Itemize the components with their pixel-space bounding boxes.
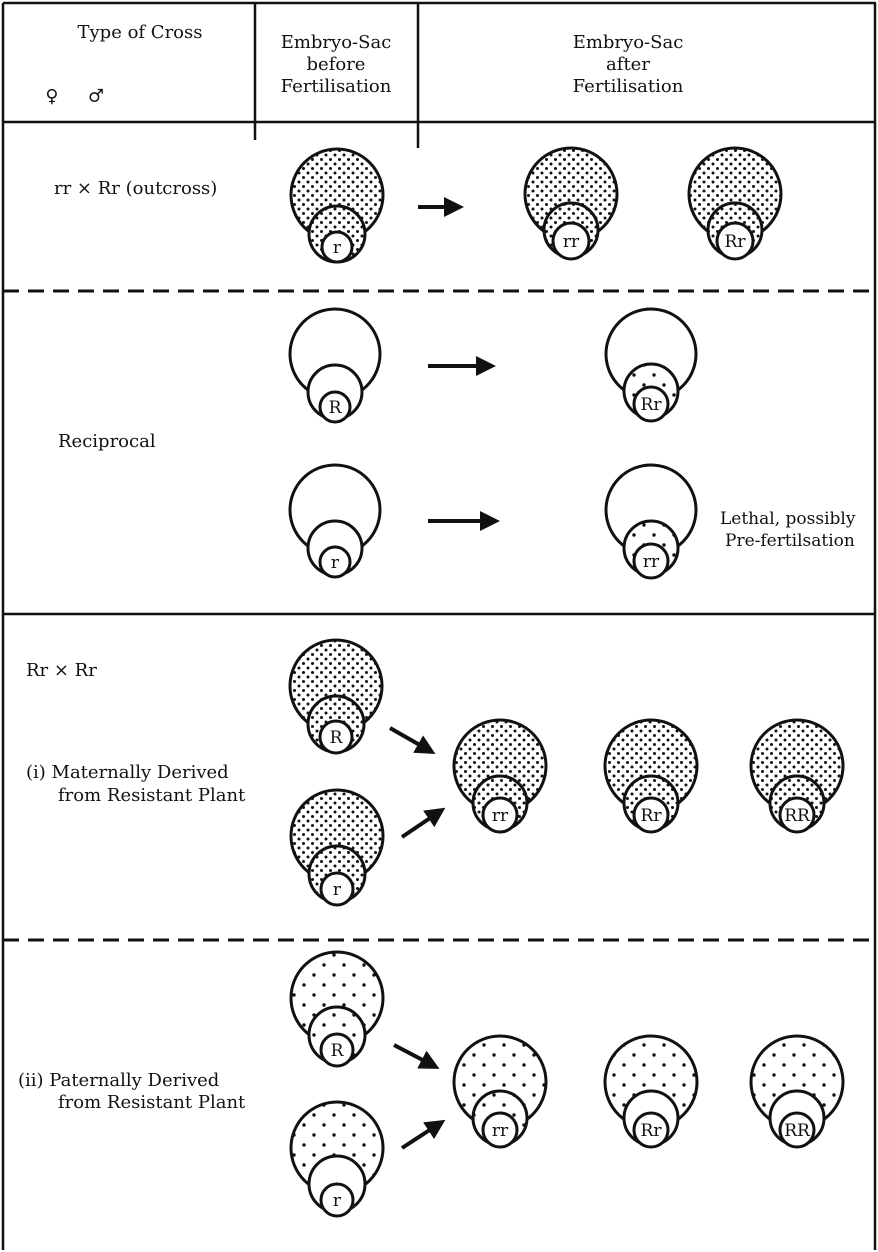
gene-label: Rr xyxy=(725,232,747,252)
embryo-sac-outcross-after-Rr: Rr xyxy=(689,148,781,259)
arrow-paternal-r xyxy=(402,1122,442,1148)
lethal-note-line2: Pre-fertilsation xyxy=(725,531,855,551)
header-type-of-cross: Type of Cross xyxy=(78,22,203,43)
arrow-maternal-R xyxy=(390,728,432,752)
gene-label: r xyxy=(333,880,342,900)
gene-label: rr xyxy=(643,552,660,572)
embryo-sac-paternal-after-rr: rr xyxy=(454,1036,546,1147)
gene-label: Rr xyxy=(641,395,663,415)
gene-label: rr xyxy=(563,232,580,252)
header-before-line1: Embryo-Sac xyxy=(281,32,392,53)
embryo-sac-paternal-after-RR: RR xyxy=(751,1036,843,1147)
gene-label: Rr xyxy=(641,1121,663,1141)
gene-label: RR xyxy=(784,1121,811,1141)
header-after-line3: Fertilisation xyxy=(573,76,684,97)
paternal-label-line1: (ii) Paternally Derived xyxy=(18,1070,219,1091)
maternal-label-line1: (i) Maternally Derived xyxy=(26,762,229,783)
embryo-sac-paternal-before-r: r xyxy=(291,1102,383,1216)
embryo-sac-maternal-before-r: r xyxy=(291,790,383,905)
gene-label: r xyxy=(333,238,342,258)
female-symbol: ♀ xyxy=(45,86,58,107)
gene-label: rr xyxy=(492,806,509,826)
gene-label: r xyxy=(331,553,340,573)
arrows xyxy=(390,207,496,1148)
lethal-note-line1: Lethal, possibly xyxy=(720,509,856,529)
male-symbol: ♂ xyxy=(88,86,104,107)
gene-label: R xyxy=(329,398,343,418)
table-header: Type of Cross ♀ ♂ Embryo-Sac before Fert… xyxy=(45,22,683,107)
gene-label: R xyxy=(330,728,344,748)
header-before-line3: Fertilisation xyxy=(281,76,392,97)
maternal-label-line2: from Resistant Plant xyxy=(58,785,246,806)
gene-label: rr xyxy=(492,1121,509,1141)
embryo-sac-reciprocal-after-rr: rr xyxy=(606,465,696,578)
reciprocal-label: Reciprocal xyxy=(58,431,156,452)
rr-x-rr-label: Rr × Rr xyxy=(26,660,97,681)
header-before-line2: before xyxy=(307,54,366,75)
header-after-line2: after xyxy=(606,54,650,75)
gene-label: R xyxy=(331,1041,345,1061)
embryo-sacs: r rr Rr R Rr xyxy=(290,148,843,1216)
gene-label: RR xyxy=(784,806,811,826)
header-after-line1: Embryo-Sac xyxy=(573,32,684,53)
arrow-maternal-r xyxy=(402,810,442,837)
arrow-paternal-R xyxy=(394,1045,436,1067)
embryo-sac-outcross-after-rr: rr xyxy=(525,148,617,259)
embryo-sac-maternal-after-rr: rr xyxy=(454,720,546,832)
embryo-sac-reciprocal-before-R: R xyxy=(290,309,380,422)
gene-label: Rr xyxy=(641,806,663,826)
embryo-sac-paternal-after-Rr: Rr xyxy=(605,1036,697,1147)
embryo-sac-maternal-after-RR: RR xyxy=(751,720,843,832)
embryo-sac-paternal-before-R: R xyxy=(291,952,383,1066)
embryo-sac-reciprocal-after-Rr: Rr xyxy=(606,309,696,421)
paternal-label-line2: from Resistant Plant xyxy=(58,1092,246,1113)
outcross-label: rr × Rr (outcross) xyxy=(54,178,217,199)
embryo-sac-maternal-before-R: R xyxy=(290,640,382,753)
gene-label: r xyxy=(333,1191,342,1211)
embryo-sac-reciprocal-before-r: r xyxy=(290,465,380,577)
embryo-sac-maternal-after-Rr: Rr xyxy=(605,720,697,832)
embryo-sac-outcross-before: r xyxy=(291,149,383,262)
